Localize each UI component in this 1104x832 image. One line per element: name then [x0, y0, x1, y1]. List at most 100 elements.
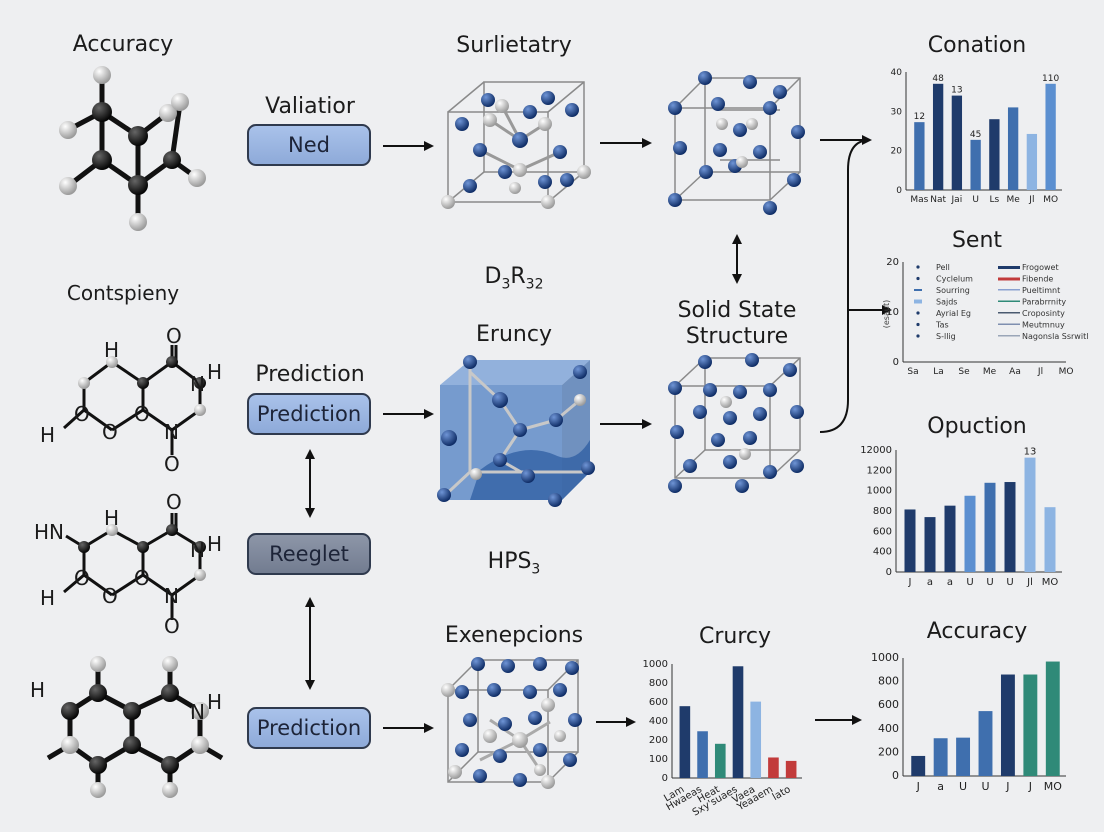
data-label: 45	[970, 130, 981, 140]
data-label: 13	[951, 86, 962, 96]
chart-title-sent: Sent	[951, 228, 1003, 253]
x-tick-label: U	[986, 577, 993, 588]
atom-o-8: O	[134, 566, 150, 590]
y-tick-label: 0	[893, 357, 899, 368]
crystal-structure-surlietatry	[441, 81, 591, 209]
atom-h-5: H	[207, 532, 223, 556]
formula-hps3: HPS3	[487, 549, 541, 578]
prediction-box-1[interactable]: Prediction	[247, 393, 371, 435]
x-tick-label: a	[927, 577, 933, 588]
atom-o-1: O	[166, 324, 182, 348]
x-tick-label: U	[959, 780, 967, 793]
legend-label: Sourring	[936, 286, 970, 295]
y-tick-label: 0	[892, 769, 899, 782]
y-tick-label: 600	[873, 526, 892, 537]
y-tick-label: 600	[878, 698, 899, 711]
legend-swatch	[998, 277, 1020, 281]
y-tick-label: 1000	[867, 486, 892, 497]
bar	[1023, 674, 1038, 776]
atom-o-7: O	[74, 566, 90, 590]
flow-arrows	[305, 135, 892, 733]
bar	[1044, 507, 1056, 572]
y-tick-label: 400	[649, 716, 668, 727]
atom-o-9: O	[102, 584, 118, 608]
x-tick-label: J	[1005, 780, 1009, 793]
chart-title-crurcy: Crurcy	[698, 624, 772, 649]
x-tick-label: Me	[983, 367, 997, 377]
legend-swatch	[916, 322, 920, 327]
x-tick-label: Jl	[1037, 367, 1043, 377]
x-tick-label: J	[916, 780, 920, 793]
atom-o-3: O	[134, 402, 150, 426]
x-tick-label: Sa	[907, 367, 918, 377]
bar	[714, 743, 726, 778]
y-tick-label: 1000	[643, 659, 668, 670]
x-tick-label: MO	[1044, 780, 1062, 793]
legend-label: Tas	[935, 321, 949, 330]
atom-h-7: H	[30, 678, 46, 702]
atom-h-4: H	[104, 506, 120, 530]
bar	[1000, 674, 1015, 776]
legend-swatch	[998, 300, 1020, 302]
bar	[1024, 457, 1036, 572]
atom-h-1: H	[104, 338, 120, 362]
y-tick-label: 1200	[867, 465, 892, 476]
label-valiatior: Valiatior	[265, 94, 355, 119]
legend-swatch	[998, 312, 1020, 314]
x-tick-label: U	[981, 780, 989, 793]
atom-h-3: H	[40, 423, 56, 447]
bar	[978, 711, 993, 776]
x-tick-label: Jl	[1026, 577, 1033, 588]
data-label: 48	[932, 74, 944, 84]
molecule-hn	[63, 513, 206, 620]
chart-crurcy: 01002004006008001000LamHwaeasHeatSxy'sua…	[643, 659, 802, 819]
legend-swatch	[998, 289, 1020, 291]
legend-swatch	[998, 266, 1020, 269]
legend-label: Cyclelum	[936, 275, 973, 284]
atom-o-6: O	[166, 490, 182, 514]
atom-o-4: O	[102, 420, 118, 444]
bar	[964, 495, 976, 572]
bar	[732, 666, 744, 778]
legend-label: Pueltimnt	[1022, 286, 1060, 295]
data-label: 110	[1042, 74, 1059, 84]
legend-swatch	[998, 323, 1020, 325]
y-tick-label: 1000	[871, 651, 899, 664]
x-tick-label: Nat	[930, 195, 946, 205]
x-tick-label: J	[908, 577, 912, 588]
label-structure: Structure	[685, 324, 789, 349]
y-tick-label: 12000	[860, 445, 892, 456]
legend-label: Nagonsla Ssrwitl	[1022, 332, 1088, 341]
bar	[944, 505, 956, 572]
x-tick-label: MO	[1043, 195, 1058, 205]
ned-box[interactable]: Ned	[247, 124, 371, 166]
bar	[984, 482, 996, 572]
legend-label: S-llig	[936, 332, 956, 341]
y-tick-label: 600	[649, 697, 668, 708]
crystal-structure-exenepcions	[441, 657, 582, 789]
atom-n-5: N	[190, 700, 205, 724]
legend-swatch	[916, 276, 920, 281]
bar	[1045, 661, 1060, 776]
prediction-box-2[interactable]: Prediction	[247, 707, 371, 749]
x-tick-label: Aa	[1009, 367, 1021, 377]
legend-swatch	[916, 265, 920, 269]
reeglet-box[interactable]: Reeglet	[247, 533, 371, 575]
y-tick-label: 800	[649, 678, 668, 689]
y-tick-label: 0	[896, 186, 902, 196]
legend-swatch	[914, 289, 922, 291]
x-tick-label: lato	[771, 784, 793, 803]
x-tick-label: a	[937, 780, 944, 793]
chart-title-accuracy: Accuracy	[926, 619, 1028, 644]
x-tick-label: Jai	[951, 195, 963, 205]
molecule-aromatic	[46, 656, 224, 798]
atom-h-2: H	[207, 360, 223, 384]
bar	[951, 95, 963, 190]
atom-h-8: H	[207, 690, 223, 714]
molecule-contspieny	[62, 345, 206, 455]
crystal-structure-solid-state	[668, 353, 804, 493]
